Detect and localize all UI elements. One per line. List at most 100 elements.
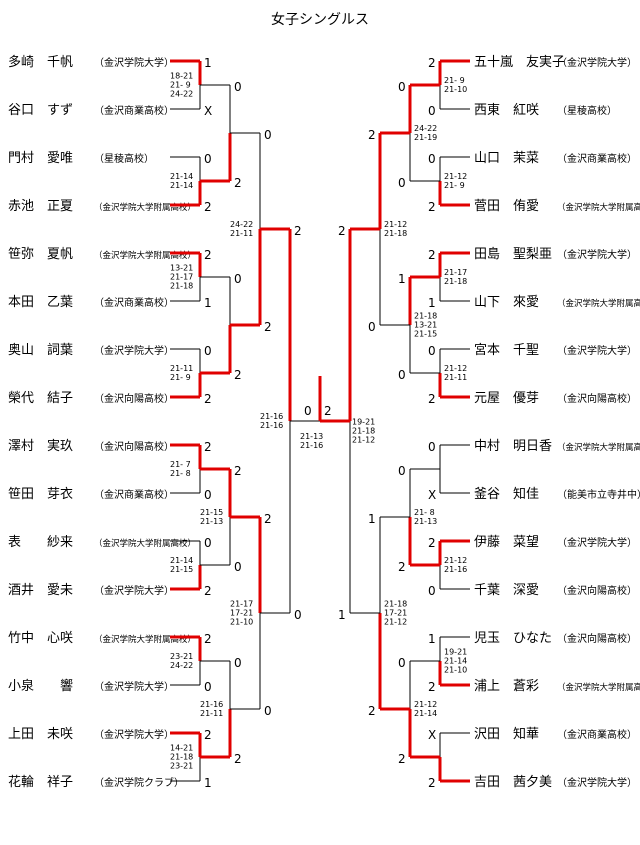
player-school: （金沢向陽高校） — [557, 632, 637, 645]
match-score: 1 — [428, 296, 436, 310]
match-score: X — [428, 488, 436, 502]
match-score: 0 — [398, 80, 406, 94]
score-detail: 21-13 — [414, 517, 437, 526]
match-score: 0 — [368, 320, 376, 334]
score-detail: 21-11 — [200, 709, 223, 718]
match-score: 2 — [368, 704, 376, 718]
match-score: 0 — [428, 344, 436, 358]
score-detail: 21- 7 — [170, 460, 191, 469]
score-detail: 21-18 — [170, 753, 193, 762]
score-detail: 23-21 — [170, 652, 193, 661]
player-name: 宮本 千聖 — [474, 342, 539, 358]
score-detail: 18-21 — [170, 72, 193, 81]
player-school: （金沢学院大学附属高校） — [94, 250, 196, 261]
player-school: （金沢向陽高校） — [557, 392, 637, 405]
player-name: 表 紗来 — [8, 535, 73, 550]
player-school: （金沢学院大学） — [94, 56, 174, 69]
score-detail: 24-22 — [170, 661, 193, 670]
score-detail: 21-13 — [300, 432, 323, 441]
player-name: 笹田 芽衣 — [8, 486, 73, 502]
score-detail: 21-14 — [170, 556, 193, 565]
player-school: （星稜高校） — [94, 152, 154, 165]
match-score: 0 — [294, 608, 302, 622]
player-name: 浦上 蒼彩 — [474, 679, 539, 694]
score-detail: 13-21 — [170, 264, 193, 273]
match-score: 2 — [204, 728, 212, 742]
match-score: 2 — [234, 368, 242, 382]
player-school: （金沢向陽高校） — [94, 440, 174, 453]
match-score: 0 — [204, 152, 212, 166]
player-school: （金沢学院大学） — [557, 536, 637, 549]
player-school: （金沢学院大学附属高校） — [94, 634, 196, 645]
score-detail: 21-16 — [200, 700, 223, 709]
player-school: （金沢学院大学） — [94, 344, 174, 357]
match-score: 0 — [398, 656, 406, 670]
match-score: 2 — [428, 248, 436, 262]
score-detail: 21-18 — [352, 427, 375, 436]
player-name: 西東 紅咲 — [474, 102, 539, 118]
score-detail: 21-16 — [260, 421, 283, 430]
match-score: 2 — [428, 200, 436, 214]
match-score: 0 — [398, 464, 406, 478]
player-school: （金沢商業高校） — [557, 728, 637, 741]
player-school: （金沢学院大学附属高校） — [94, 202, 196, 213]
player-school: （金沢学院大学附属高校） — [557, 298, 640, 309]
score-detail: 21-17 — [230, 600, 253, 609]
score-detail: 21-12 — [384, 220, 407, 229]
player-name: 田島 聖梨亜 — [474, 247, 552, 262]
player-name: 谷口 すず — [8, 103, 73, 118]
match-score: 2 — [398, 560, 406, 574]
match-score: 0 — [398, 368, 406, 382]
score-detail: 21-17 — [444, 268, 467, 277]
score-detail: 24-22 — [414, 124, 437, 133]
match-score: 0 — [264, 128, 272, 142]
player-school: （金沢学院大学附属高校） — [557, 202, 640, 213]
score-detail: 21-14 — [170, 181, 193, 190]
match-score: 2 — [204, 248, 212, 262]
match-score: 0 — [428, 104, 436, 118]
score-detail: 21-12 — [444, 364, 467, 373]
match-score: 2 — [234, 752, 242, 766]
match-score: 0 — [428, 152, 436, 166]
score-detail: 21-18 — [384, 600, 407, 609]
score-detail: 21-12 — [414, 700, 437, 709]
player-name: 上田 未咲 — [8, 726, 73, 742]
match-score: 2 — [428, 392, 436, 406]
match-score: 2 — [398, 752, 406, 766]
match-score: X — [428, 728, 436, 742]
match-score: 2 — [428, 56, 436, 70]
score-detail: 14-21 — [170, 744, 193, 753]
match-score: 1 — [338, 608, 346, 622]
player-name: 千葉 深愛 — [474, 583, 539, 598]
match-score: 2 — [264, 512, 272, 526]
player-school: （金沢向陽高校） — [94, 392, 174, 405]
player-school: （金沢学院大学附属高校） — [557, 442, 640, 453]
match-score: 2 — [428, 776, 436, 790]
player-name: 山口 茉菜 — [474, 151, 539, 166]
score-detail: 13-21 — [414, 321, 437, 330]
player-name: 榮代 結子 — [8, 391, 73, 406]
score-detail: 21-15 — [200, 508, 223, 517]
score-detail: 21- 9 — [444, 181, 465, 190]
score-detail: 24-22 — [170, 90, 193, 99]
score-detail: 21-18 — [384, 229, 407, 238]
score-detail: 23-21 — [170, 762, 193, 771]
match-score: 0 — [204, 488, 212, 502]
score-detail: 19-21 — [444, 648, 467, 657]
match-score: 0 — [234, 656, 242, 670]
player-school: （金沢商業高校） — [94, 488, 174, 501]
score-detail: 21-19 — [414, 133, 437, 142]
score-detail: 21-14 — [170, 172, 193, 181]
score-detail: 21-12 — [352, 436, 375, 445]
player-school: （金沢学院大学） — [94, 584, 174, 597]
player-school: （金沢学院クラブ） — [94, 776, 184, 789]
player-school: （能美市立寺井中） — [557, 488, 640, 501]
score-detail: 21-14 — [414, 709, 437, 718]
player-school: （金沢向陽高校） — [557, 584, 637, 597]
player-school: （金沢学院大学） — [557, 776, 637, 789]
match-score: 1 — [204, 296, 212, 310]
score-detail: 21-10 — [444, 666, 467, 675]
match-score: 2 — [234, 464, 242, 478]
match-score: 2 — [204, 440, 212, 454]
